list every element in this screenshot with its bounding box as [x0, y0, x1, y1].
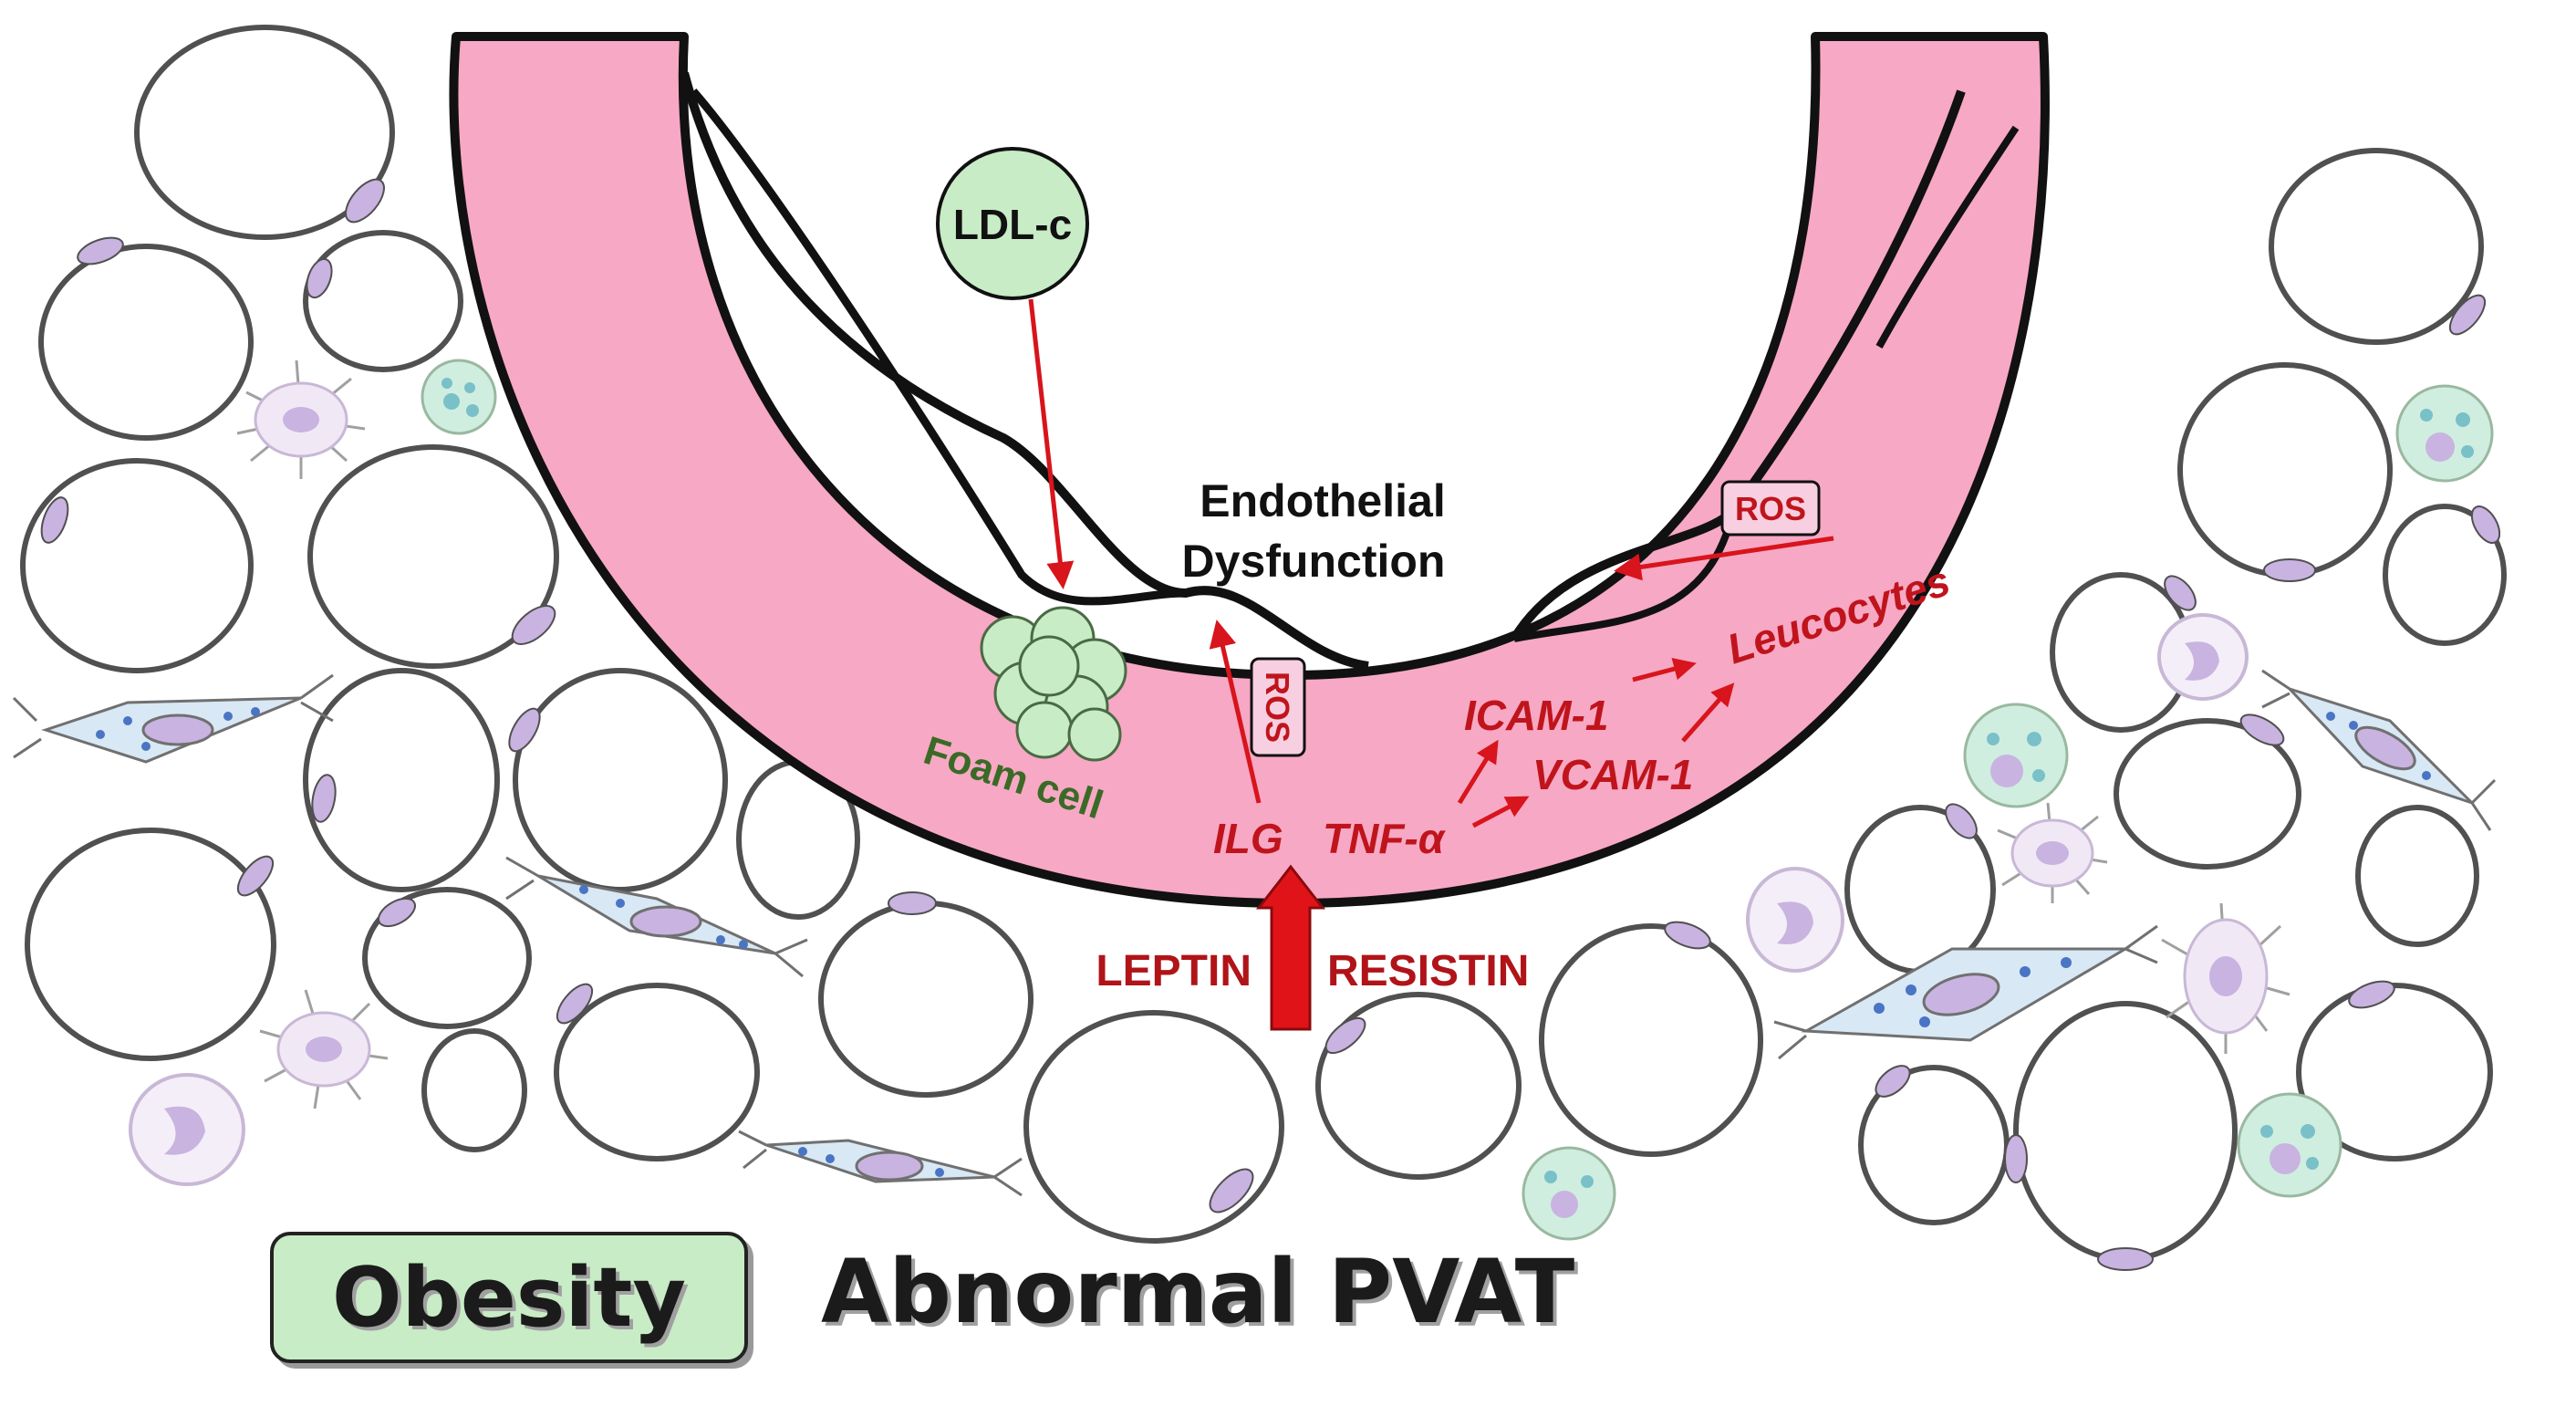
stromal-cell	[2261, 669, 2497, 831]
adipocyte	[1023, 1010, 1284, 1244]
adipocyte	[2013, 1001, 2238, 1262]
adipocyte	[303, 230, 463, 372]
ldl-c-label: LDL-c	[953, 201, 1072, 248]
adipocyte	[513, 668, 728, 892]
adipocyte	[1539, 923, 1763, 1157]
adipocyte	[134, 25, 395, 240]
adipocyte	[303, 668, 500, 892]
ldl-c-node: LDL-c	[936, 147, 1089, 300]
stromal-cell	[738, 1130, 1023, 1197]
dendritic-cell	[2161, 902, 2290, 1054]
adipocyte	[20, 458, 254, 673]
granulocyte	[2237, 1092, 2342, 1198]
adipocyte	[38, 244, 254, 441]
stromal-cell	[505, 856, 808, 978]
tnf-label: TNF-α	[1323, 815, 1447, 862]
adipocyte-cluster	[20, 25, 2507, 1262]
adipocyte	[2177, 362, 2393, 578]
ros-box-left: ROS	[1250, 657, 1306, 757]
pvat-title: Abnormal PVAT	[821, 1241, 1575, 1343]
macrophage	[1746, 867, 1844, 973]
adipocyte	[307, 444, 559, 669]
adipocyte	[2269, 148, 2484, 345]
ros-right-label: ROS	[1735, 490, 1806, 527]
stromal-cell	[12, 673, 334, 764]
vcam-label: VCAM-1	[1532, 751, 1693, 798]
adipocyte	[362, 887, 532, 1029]
adipocyte	[421, 1028, 527, 1152]
ros-left-label: ROS	[1259, 672, 1296, 743]
granulocyte	[1522, 1146, 1616, 1241]
stromal-cell	[1773, 924, 2158, 1060]
icam-label: ICAM-1	[1464, 692, 1608, 739]
endothelial-label-line1: Endothelial	[1200, 475, 1445, 526]
obesity-label: Obesity	[331, 1249, 687, 1346]
leucocyte-ros-arrow	[1614, 536, 1834, 581]
adipocyte	[554, 983, 760, 1161]
ldl-arrow	[1028, 298, 1075, 589]
obesity-badge: Obesity	[270, 1232, 748, 1363]
resistin-label: RESISTIN	[1327, 947, 1529, 995]
adipocyte	[2114, 718, 2301, 870]
vcam-leucocytes-arrow	[1681, 682, 1735, 743]
adipocyte-nuclei	[40, 178, 2501, 1271]
ros-box-right: ROS	[1720, 480, 1821, 536]
adipocyte	[1315, 992, 1522, 1180]
adipocyte	[2383, 504, 2507, 646]
macrophage	[129, 1073, 245, 1186]
endothelial-label-line2: Dysfunction	[1182, 536, 1446, 587]
granulocyte	[421, 359, 497, 435]
adipocyte	[2355, 805, 2479, 947]
tnf-icam-arrow	[1457, 739, 1499, 805]
foam-cell	[980, 606, 1127, 762]
adipokine-arrow	[1255, 864, 1326, 1031]
vessel-wall	[449, 32, 2050, 908]
granulocytes	[421, 359, 2494, 1241]
adipocyte	[25, 828, 276, 1061]
dendritic-cell	[259, 989, 389, 1109]
icam-leucocytes-arrow	[1632, 657, 1697, 682]
ilg-ros-arrow	[1209, 620, 1262, 804]
granulocyte	[1963, 703, 2069, 808]
macrophages	[129, 613, 2249, 1186]
macrophage	[2157, 613, 2249, 701]
dendritic-cells	[236, 359, 2290, 1109]
ilg-label: ILG	[1213, 815, 1283, 862]
leptin-label: LEPTIN	[1096, 947, 1252, 995]
stromal-cells	[12, 669, 2497, 1197]
granulocyte	[2395, 384, 2494, 483]
adipocyte	[818, 901, 1034, 1098]
dendritic-cell	[1997, 802, 2108, 903]
tnf-vcam-arrow	[1471, 796, 1530, 828]
endothelial-lining	[680, 71, 1369, 671]
dendritic-cell	[236, 359, 366, 479]
